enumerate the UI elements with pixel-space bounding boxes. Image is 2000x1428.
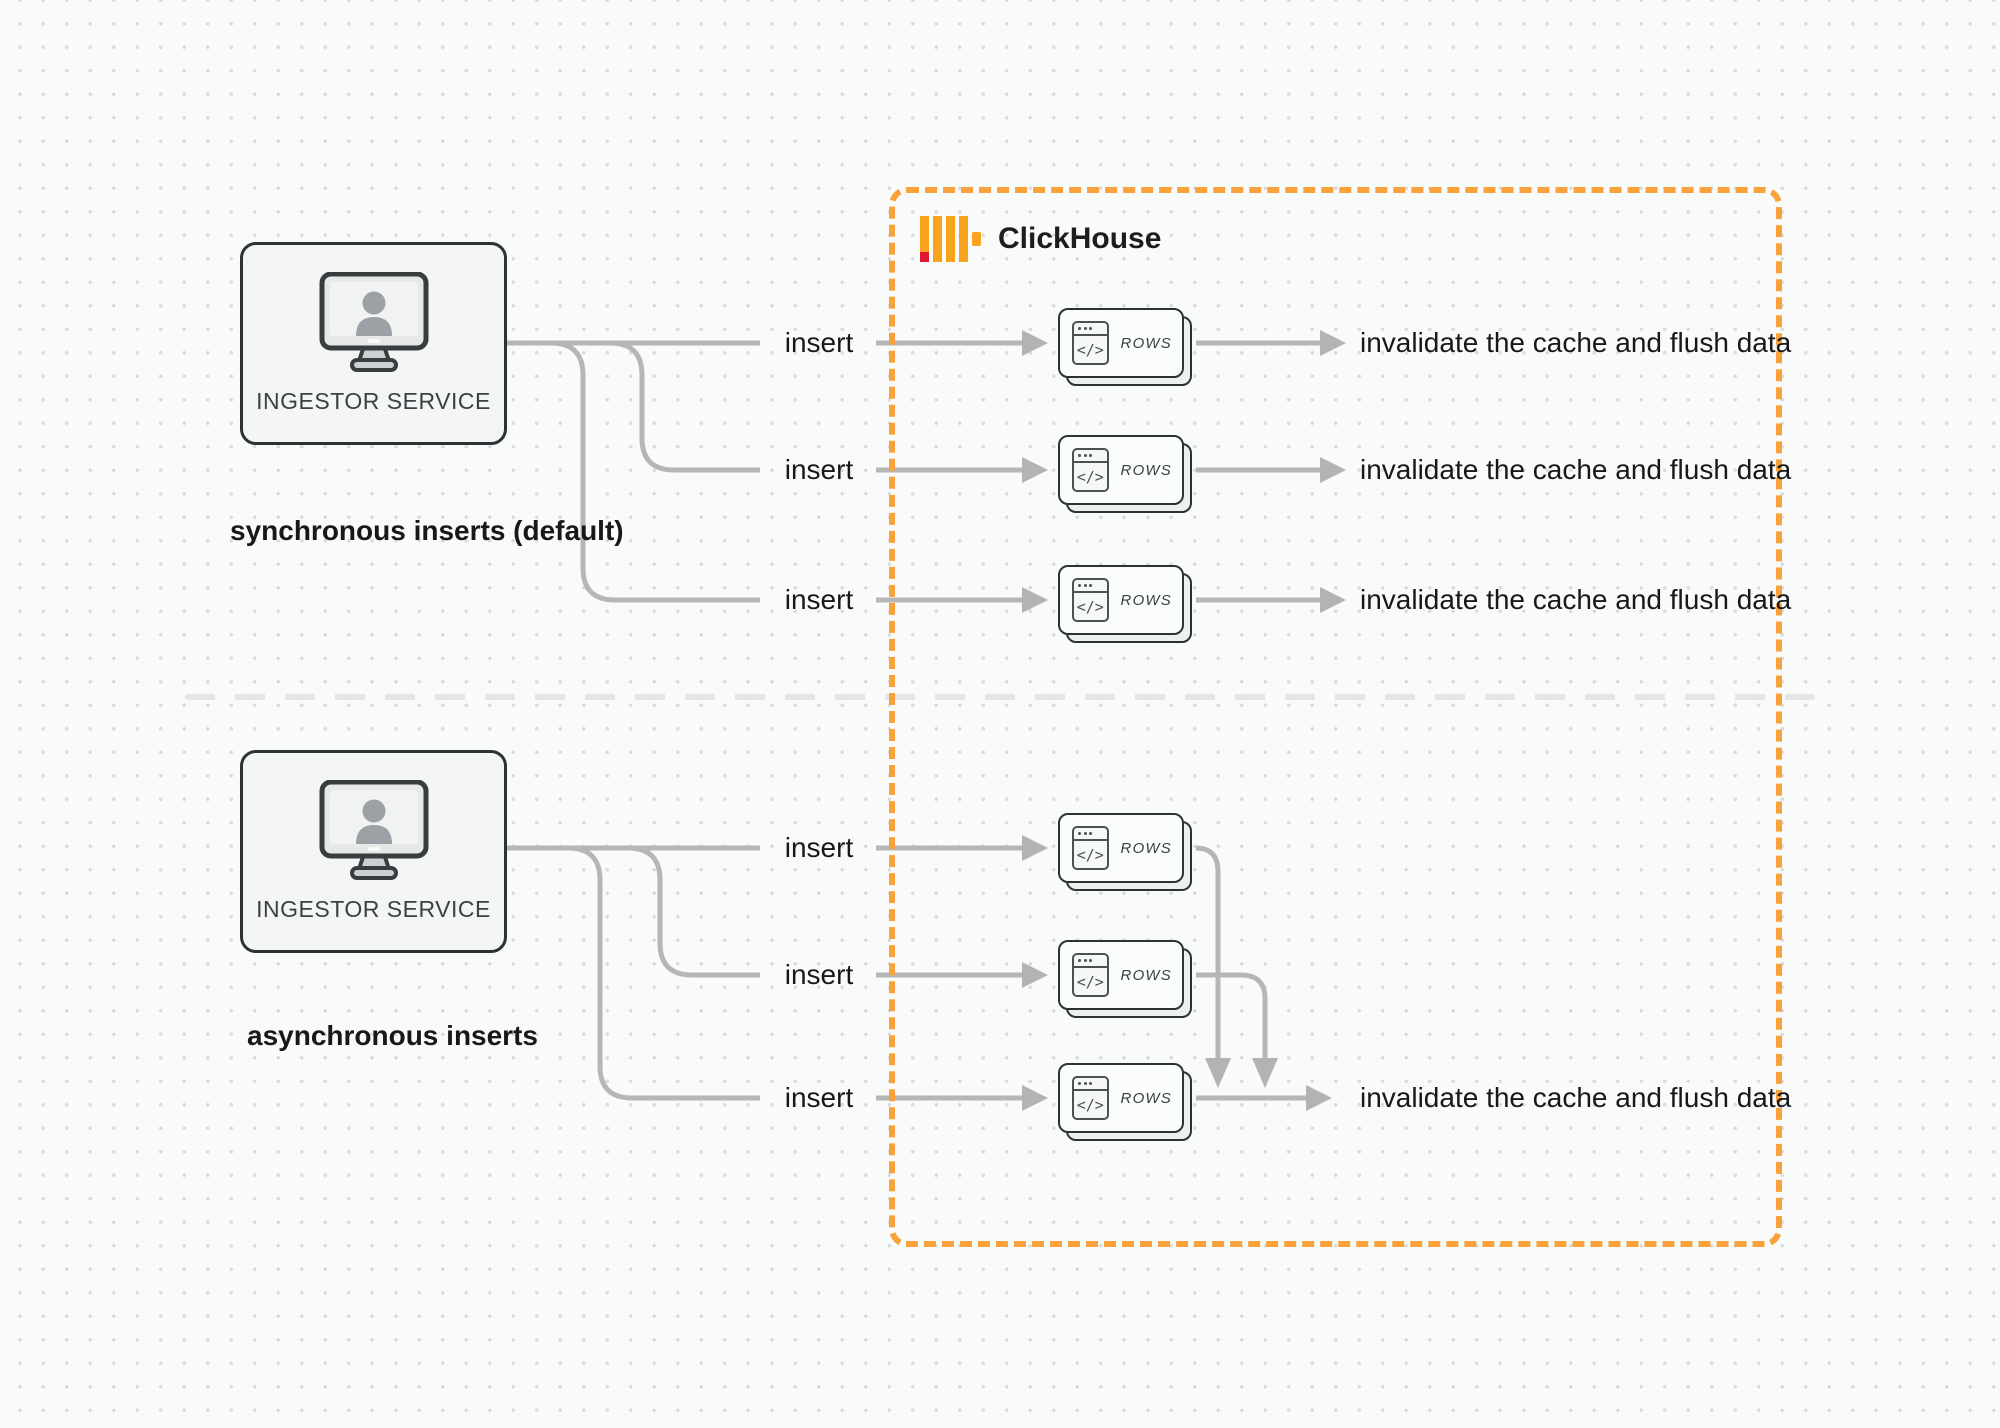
arrowhead-icon <box>1022 587 1048 613</box>
rows-card-face: </> ROWS <box>1058 435 1184 505</box>
rows-card: </> ROWS <box>1058 435 1192 513</box>
rows-card: </> ROWS <box>1058 813 1192 891</box>
rows-card: </> ROWS <box>1058 565 1192 643</box>
code-window-icon: </> <box>1072 826 1109 870</box>
rows-card-face: </> ROWS <box>1058 1063 1184 1133</box>
code-window-icon: </> <box>1072 448 1109 492</box>
insert-label: insert <box>784 832 854 863</box>
monitor-user-icon <box>319 272 428 372</box>
code-window-icon: </> <box>1072 953 1109 997</box>
insert-label: insert <box>784 584 854 615</box>
rows-card: </> ROWS <box>1058 308 1192 386</box>
rows-label: ROWS <box>1120 839 1172 857</box>
rows-card-face: </> ROWS <box>1058 940 1184 1010</box>
rows-card: </> ROWS <box>1058 1063 1192 1141</box>
rows-card-face: </> ROWS <box>1058 813 1184 883</box>
async-merge-1 <box>1195 845 1221 1058</box>
async-branch-2 <box>627 845 760 978</box>
ingestor-service-label: INGESTOR SERVICE <box>256 896 491 922</box>
ingestor-service-async: INGESTOR SERVICE <box>240 750 507 953</box>
arrowhead-icon <box>1022 457 1048 483</box>
sync-branch-2 <box>609 340 760 473</box>
clickhouse-bars-icon <box>920 216 981 262</box>
insert-label: insert <box>784 454 854 485</box>
code-window-icon: </> <box>1072 1076 1109 1120</box>
result-label: invalidate the cache and flush data <box>1360 327 1792 358</box>
rows-card: </> ROWS <box>1058 940 1192 1018</box>
arrowhead-icon <box>1306 1085 1332 1111</box>
sync-caption: synchronous inserts (default) <box>230 515 624 546</box>
section-divider <box>185 694 1815 700</box>
rows-label: ROWS <box>1120 1089 1172 1107</box>
sync-branch-3 <box>550 340 760 603</box>
arrowhead-icon <box>1320 330 1346 356</box>
rows-label: ROWS <box>1120 966 1172 984</box>
result-label: invalidate the cache and flush data <box>1360 454 1792 485</box>
clickhouse-logo: ClickHouse <box>918 212 1161 266</box>
result-label: invalidate the cache and flush data <box>1360 584 1792 615</box>
ingestor-service-sync: INGESTOR SERVICE <box>240 242 507 445</box>
ingestor-service-label: INGESTOR SERVICE <box>256 388 491 414</box>
rows-card-face: </> ROWS <box>1058 308 1184 378</box>
async-merge-2 <box>1196 972 1268 1058</box>
rows-card-face: </> ROWS <box>1058 565 1184 635</box>
clickhouse-brand: ClickHouse <box>998 222 1162 255</box>
arrowhead-icon <box>1022 962 1048 988</box>
arrowhead-icon <box>1320 457 1346 483</box>
arrowhead-icon <box>1022 835 1048 861</box>
insert-label: insert <box>784 959 854 990</box>
arrowhead-icon <box>1320 587 1346 613</box>
result-label: invalidate the cache and flush data <box>1360 1082 1792 1113</box>
async-branch-3 <box>567 845 760 1101</box>
rows-label: ROWS <box>1120 591 1172 609</box>
arrowhead-icon <box>1022 330 1048 356</box>
arrowhead-down-icon <box>1252 1058 1278 1088</box>
monitor-user-icon <box>319 780 428 880</box>
rows-label: ROWS <box>1120 334 1172 352</box>
code-window-icon: </> <box>1072 578 1109 622</box>
arrowhead-down-icon <box>1205 1058 1231 1088</box>
code-window-icon: </> <box>1072 321 1109 365</box>
async-caption: asynchronous inserts <box>247 1020 538 1051</box>
insert-label: insert <box>784 327 854 358</box>
rows-label: ROWS <box>1120 461 1172 479</box>
insert-label: insert <box>784 1082 854 1113</box>
arrowhead-icon <box>1022 1085 1048 1111</box>
